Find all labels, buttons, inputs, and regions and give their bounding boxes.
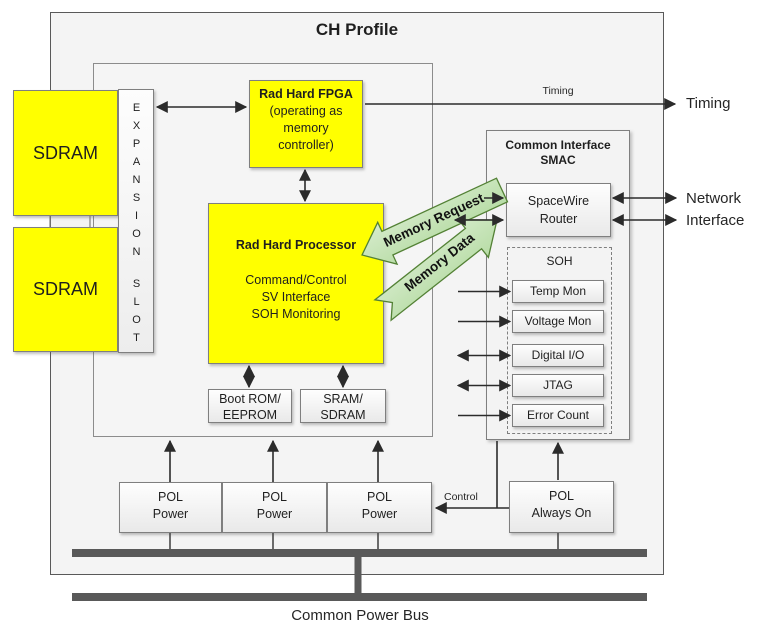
soh-item-voltage-mon: Voltage Mon: [512, 310, 604, 333]
sdram-bottom-label: SDRAM: [32, 279, 98, 299]
spacewire-router: SpaceWire Router: [506, 183, 611, 237]
pol2-line2: Power: [256, 507, 293, 521]
pol-always-line1: POL: [548, 489, 574, 503]
fpga-sub-line-3: controller): [278, 138, 334, 152]
sdram-block-top: SDRAM: [13, 90, 118, 216]
soh-title: SOH: [546, 254, 573, 268]
pol-always-on: POL Always On: [509, 481, 614, 533]
rad-hard-fpga: Rad Hard FPGA (operating as memory contr…: [249, 80, 363, 168]
network-label: Network: [686, 190, 742, 207]
processor-line-3: SOH Monitoring: [251, 307, 341, 321]
processor-line-1: Command/Control: [245, 273, 347, 287]
voltage-mon-label: Voltage Mon: [524, 314, 592, 328]
error-count-label: Error Count: [526, 408, 590, 422]
spacewire-line-1: SpaceWire: [527, 194, 590, 208]
pol1-line2: Power: [152, 507, 189, 521]
processor-title: Rad Hard Processor: [235, 238, 357, 252]
soh-item-error-count: Error Count: [512, 404, 604, 427]
soh-item-digital-io: Digital I/O: [512, 344, 604, 367]
smac-title-line-2: SMAC: [540, 153, 576, 167]
pol3-line2: Power: [361, 507, 398, 521]
rad-hard-processor: Rad Hard Processor Command/Control SV In…: [208, 203, 384, 364]
interface-label: Interface: [686, 212, 745, 229]
temp-mon-label: Temp Mon: [529, 284, 587, 298]
spacewire-line-2: Router: [539, 212, 578, 226]
boot-rom-line-2: EEPROM: [222, 408, 278, 422]
sdram-block-bottom: SDRAM: [13, 227, 118, 352]
pol3-line1: POL: [366, 490, 392, 504]
fpga-sub-line-2: memory: [283, 121, 329, 135]
pol2-line1: POL: [261, 490, 287, 504]
sram-line-1: SRAM/: [323, 392, 363, 406]
expansion-slot: EXPANSION SLOT: [118, 89, 154, 353]
common-power-bus-bar: [72, 593, 647, 601]
fpga-title: Rad Hard FPGA: [259, 87, 353, 101]
soh-item-temp-mon: Temp Mon: [512, 280, 604, 303]
pol-power-3: POL Power: [327, 482, 432, 533]
control-label: Control: [444, 491, 478, 503]
timing-external-label: Timing: [686, 95, 731, 112]
soh-item-jtag: JTAG: [512, 374, 604, 397]
soh-group: SOH: [507, 247, 612, 434]
smac-title-line-1: Common Interface: [505, 138, 611, 152]
boot-rom-eeprom: Boot ROM/ EEPROM: [208, 389, 292, 423]
slot-word: SLOT: [130, 278, 143, 350]
digital-io-label: Digital I/O: [531, 348, 585, 362]
sdram-top-label: SDRAM: [32, 142, 98, 163]
boot-rom-line-1: Boot ROM/: [219, 392, 281, 406]
common-power-bus-label: Common Power Bus: [291, 607, 429, 624]
expansion-word: EXPANSION: [130, 102, 143, 264]
timing-inline-label: Timing: [542, 85, 574, 97]
jtag-label: JTAG: [543, 378, 573, 392]
pol-power-2: POL Power: [222, 482, 327, 533]
processor-line-2: SV Interface: [261, 290, 331, 304]
sram-line-2: SDRAM: [320, 408, 366, 422]
sram-sdram: SRAM/ SDRAM: [300, 389, 386, 423]
page-title: CH Profile: [315, 20, 399, 39]
fpga-sub-line-1: (operating as: [269, 104, 343, 118]
pol1-line1: POL: [157, 490, 183, 504]
pol-always-line2: Always On: [531, 506, 592, 520]
pol-power-1: POL Power: [119, 482, 222, 533]
